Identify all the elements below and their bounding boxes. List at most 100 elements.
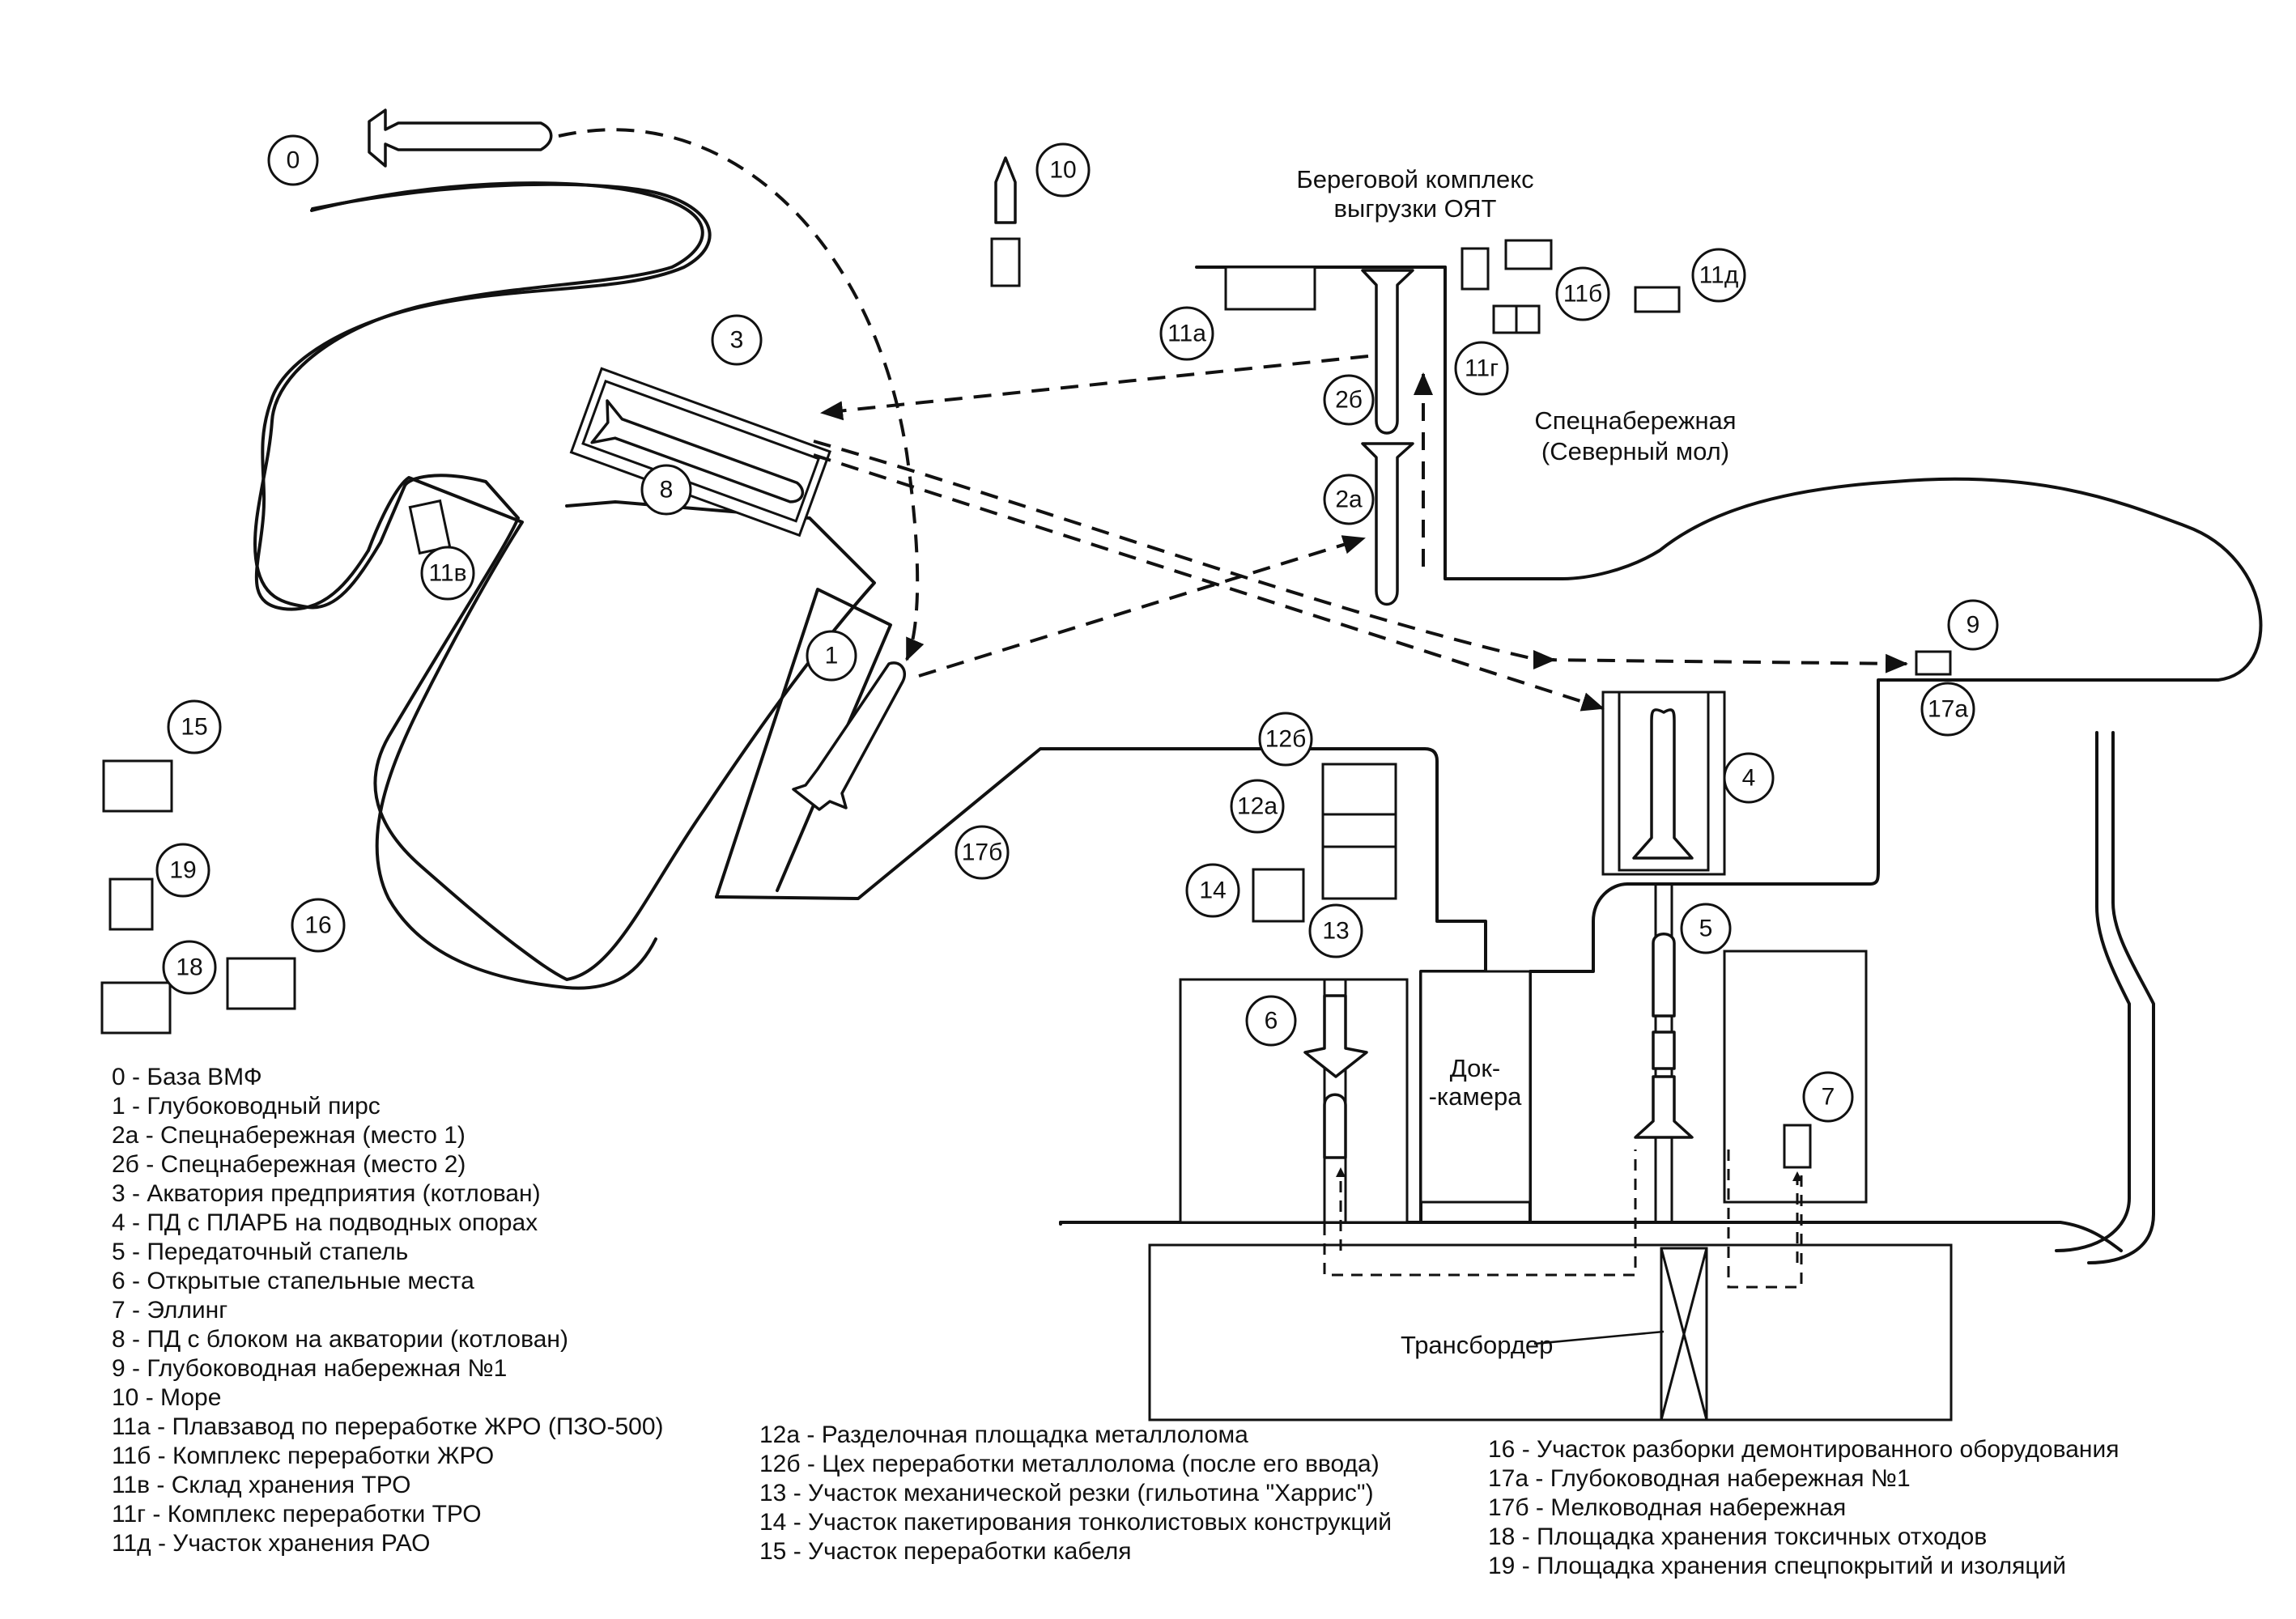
marker-12b: 12б	[1258, 712, 1313, 767]
elling-7-item	[1783, 1124, 1812, 1169]
svg-text:12а: 12а	[1237, 793, 1278, 820]
legend-item: 7 - Эллинг	[112, 1297, 227, 1324]
route-8-to-4	[813, 453, 1605, 712]
marker-17a: 17а	[1920, 682, 1975, 737]
marker-19: 19	[155, 843, 210, 898]
dock-chamber	[1419, 970, 1532, 1204]
route-pier-to-2a	[918, 535, 1366, 678]
peninsula-11v	[367, 476, 657, 990]
marker-5: 5	[1680, 903, 1732, 954]
legend-item: 12б - Цех переработки металлолома (после…	[759, 1451, 1380, 1477]
caption-transborder: Трансбордер	[1401, 1331, 1553, 1359]
legend-item: 9 - Глубоководная набережная №1	[112, 1355, 507, 1382]
svg-text:11б: 11б	[1563, 281, 1602, 308]
area-18	[100, 981, 172, 1035]
legend-item: 12а - Разделочная площадка металлолома	[759, 1421, 1248, 1448]
legend-item: 2б - Спецнабережная (место 2)	[112, 1151, 466, 1178]
ship-sea-10	[994, 156, 1017, 224]
legend-item: 11д - Участок хранения РАО	[112, 1530, 430, 1557]
legend-item: 10 - Море	[112, 1384, 221, 1411]
legend-item: 11б - Комплекс переработки ЖРО	[112, 1443, 494, 1469]
svg-text:6: 6	[1265, 1008, 1278, 1035]
sea-ship-stern	[990, 237, 1021, 287]
route-2b-to-3	[820, 355, 1369, 421]
area-14	[1252, 868, 1305, 923]
area-11a-plant	[1224, 266, 1316, 311]
marker-7: 7	[1802, 1071, 1854, 1123]
marker-2a: 2а	[1323, 474, 1375, 525]
area-11g-a	[1492, 304, 1518, 334]
svg-text:14: 14	[1199, 877, 1226, 904]
marker-11g: 11г	[1454, 341, 1509, 396]
transborder	[1660, 1247, 1708, 1421]
legend-item: 11г - Комплекс переработки ТРО	[112, 1501, 482, 1528]
legend-item: 3 - Акватория предприятия (котлован)	[112, 1180, 541, 1207]
area-9-marker	[1915, 650, 1952, 676]
transfer-pit	[1148, 1243, 1953, 1421]
dock-4-inner	[1618, 691, 1710, 872]
marker-8: 8	[640, 464, 692, 516]
shallow-quay-17b	[715, 747, 1487, 1224]
marker-11d: 11д	[1691, 248, 1746, 303]
coastline	[253, 181, 876, 981]
marker-17b: 17б	[955, 825, 1010, 880]
svg-text:11а: 11а	[1167, 321, 1206, 347]
harbor-basin-wall	[254, 182, 712, 611]
marker-11b: 11б	[1555, 266, 1610, 321]
marker-6: 6	[1245, 995, 1297, 1047]
legend-item: 0 - База ВМФ	[112, 1064, 262, 1090]
legend-item: 17а - Глубоководная набережная №1	[1488, 1465, 1911, 1492]
legend-item: 1 - Глубоководный пирс	[112, 1093, 381, 1120]
legend-column-3: 16 - Участок разборки демонтированного о…	[1488, 1436, 2119, 1579]
svg-text:15: 15	[181, 714, 207, 741]
svg-text:17б: 17б	[962, 839, 1003, 866]
legend-item: 19 - Площадка хранения спецпокрытий и из…	[1488, 1553, 2066, 1579]
east-channel-wall-a	[2055, 731, 2131, 1252]
area-11d	[1634, 286, 1681, 313]
svg-text:4: 4	[1742, 765, 1756, 792]
legend-item: 15 - Участок переработки кабеля	[759, 1538, 1132, 1565]
marker-16: 16	[291, 898, 346, 953]
caption-dock-line1: Док-	[1450, 1054, 1500, 1082]
oyat-box-2	[1504, 239, 1553, 270]
sections-stapel-5	[1634, 933, 1694, 1139]
marker-12a: 12а	[1230, 779, 1285, 834]
legend-item: 16 - Участок разборки демонтированного о…	[1488, 1436, 2119, 1463]
dock-east-wall	[1444, 266, 2263, 1224]
svg-text:0: 0	[287, 147, 300, 174]
marker-10: 10	[1035, 142, 1091, 198]
svg-text:3: 3	[730, 327, 744, 354]
marker-15: 15	[167, 699, 222, 754]
area-15	[102, 759, 173, 813]
route-base-to-pier	[558, 128, 925, 661]
caption-oyat-line1: Береговой комплекс	[1296, 165, 1533, 193]
svg-text:5: 5	[1699, 916, 1713, 942]
marker-9: 9	[1947, 599, 1999, 651]
svg-text:2а: 2а	[1335, 487, 1363, 513]
svg-text:13: 13	[1322, 918, 1349, 945]
caption-dock-line2: -камера	[1429, 1082, 1523, 1111]
svg-text:11д: 11д	[1699, 262, 1739, 289]
oyat-box-1	[1461, 247, 1490, 291]
transborder-leader	[1533, 1330, 1665, 1345]
area-11v-store	[408, 499, 452, 555]
legend-item: 14 - Участок пакетирования тонколистовых…	[759, 1509, 1392, 1536]
caption-oyat-line2: выгрузки ОЯТ	[1334, 194, 1497, 223]
area-12a	[1321, 813, 1397, 848]
marker-11a: 11а	[1159, 306, 1214, 361]
marker-13: 13	[1308, 903, 1363, 958]
marker-4: 4	[1723, 752, 1775, 804]
area-13	[1321, 845, 1397, 900]
transfer-route-7	[1727, 1149, 1803, 1289]
ship-base-0	[368, 108, 553, 168]
submarine-2b	[1361, 269, 1414, 435]
sections-slip-6	[1303, 994, 1368, 1159]
area-11g-b	[1515, 304, 1541, 334]
svg-text:2б: 2б	[1335, 387, 1363, 414]
svg-text:9: 9	[1966, 612, 1980, 639]
legend-item: 17б - Мелководная набережная	[1488, 1494, 1846, 1521]
submarine-dock-4	[1632, 708, 1694, 860]
legend-column-2: 12а - Разделочная площадка металлолома 12…	[759, 1421, 1392, 1565]
